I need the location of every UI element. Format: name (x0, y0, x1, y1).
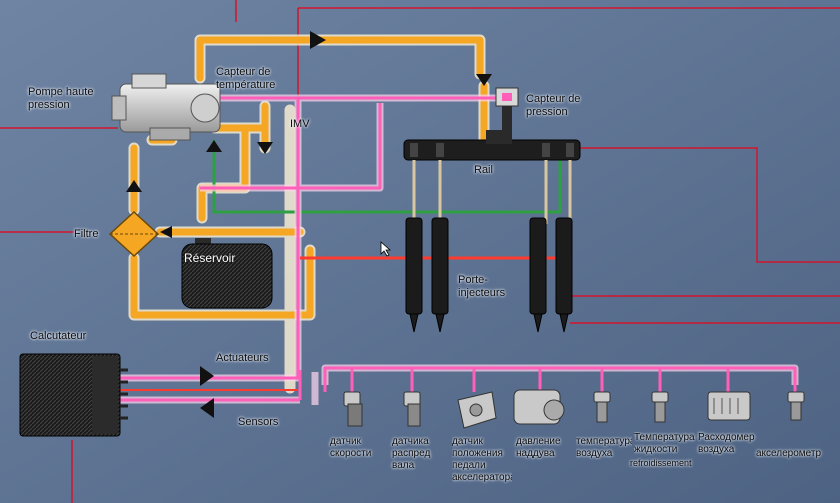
injectors-label: Porte- injecteurs (458, 274, 506, 299)
sensor-label-boost: давление наддува (516, 436, 561, 459)
sensor-label-airflow: Расходомер воздуха (698, 432, 755, 455)
sensor-label-pedal: датчик положения педали акселератора (452, 436, 512, 483)
mouse-cursor-icon (380, 241, 392, 257)
imv-label: IMV (290, 118, 310, 130)
actuators-label: Actuateurs (216, 352, 269, 364)
return-line (212, 140, 562, 214)
rail-label: Rail (474, 164, 493, 176)
common-rail (403, 130, 581, 161)
camshaft-sensor (403, 391, 421, 427)
filter-label: Filtre (74, 228, 99, 240)
speed-sensor (343, 391, 363, 427)
sensors-row (343, 389, 805, 429)
temperature-sensor-label: Capteur de température (216, 66, 276, 91)
ecu-label: Calcutateur (30, 330, 87, 342)
accelerometer (787, 391, 805, 421)
sensor-label-coolant: Температура жидкости (634, 432, 695, 455)
fuel-filter (108, 210, 160, 258)
sensor-label-camshaft: датчика распред вала (392, 436, 431, 471)
air-temperature-sensor (593, 391, 611, 423)
airflow-meter (707, 391, 751, 421)
high-pressure-pump (111, 73, 221, 141)
signal-lines (120, 94, 799, 405)
flow-arrows (126, 31, 492, 418)
sensor-label-speed: датчик скорости (330, 436, 372, 459)
injectors (405, 217, 573, 333)
sensor-note-refroidissement: refroidissement (630, 458, 692, 468)
reservoir-label: Réservoir (184, 251, 236, 265)
fuel-reservoir (181, 238, 273, 309)
boost-pressure-sensor (513, 389, 565, 425)
sensor-label-air-temp: температура воздуха (576, 436, 632, 459)
pressure-sensor (495, 87, 519, 134)
coolant-temperature-sensor (651, 391, 669, 423)
sensors-label: Sensors (238, 416, 279, 428)
pedal-position-sensor (457, 391, 497, 429)
ecu-unit (19, 353, 128, 437)
injector-pipes (412, 160, 572, 224)
sensor-label-accelerometer: акселерометр (756, 448, 822, 459)
pressure-sensor-label: Capteur de pression (526, 93, 581, 118)
pump-label: Pompe haute pression (28, 86, 94, 111)
